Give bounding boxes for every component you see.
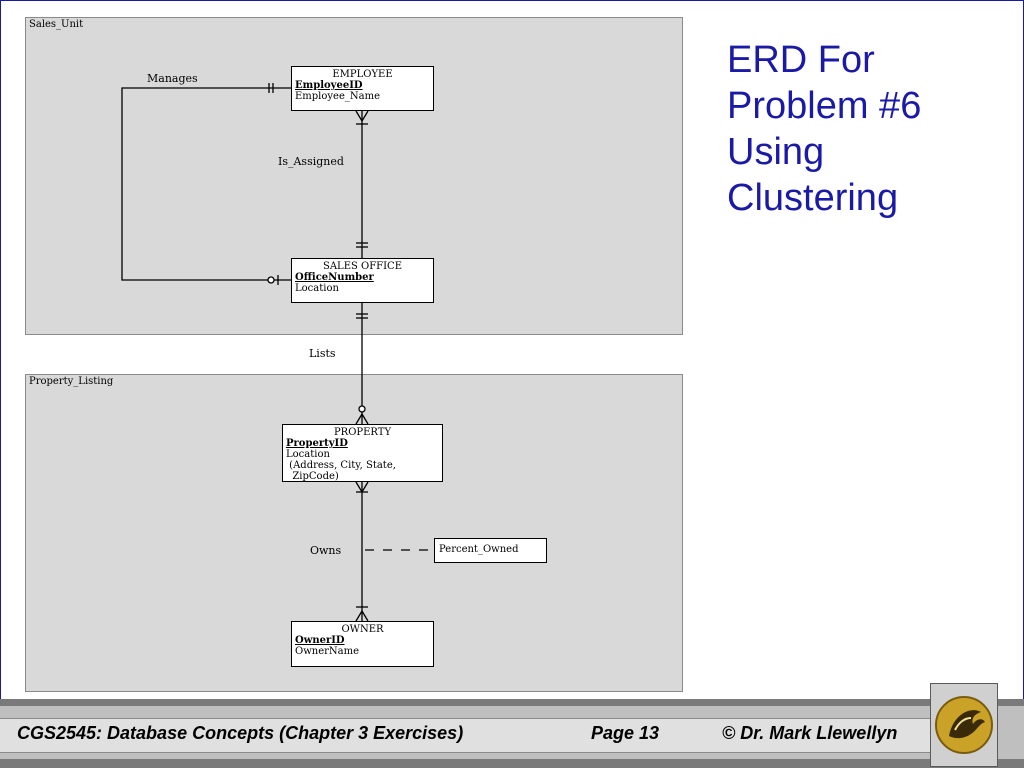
entity-property: PROPERTY PropertyID Location (Address, C…	[282, 424, 443, 482]
entity-name: OWNER	[341, 624, 384, 635]
footer-divider-top	[0, 699, 1024, 706]
footer-bar	[0, 718, 930, 753]
entity-name: PROPERTY	[333, 427, 392, 438]
attribute: Employee_Name	[295, 91, 380, 102]
entity-sales-office: SALES OFFICE OfficeNumber Location	[291, 258, 434, 303]
slide-title-line: Clustering	[727, 177, 899, 219]
relationship-label-lists: Lists	[309, 347, 336, 360]
attribute: Location	[295, 283, 339, 294]
slide-title-line: ERD For	[727, 39, 875, 81]
slide-title: ERD For Problem #6 Using Clustering	[727, 37, 997, 221]
ucf-pegasus-logo-icon	[935, 696, 993, 754]
relationship-label-owns: Owns	[310, 544, 342, 557]
cluster-label-property-listing: Property_Listing	[29, 376, 114, 387]
relationship-label-is-assigned: Is_Assigned	[278, 155, 344, 168]
entity-owner: OWNER OwnerID OwnerName	[291, 621, 434, 667]
entity-employee: EMPLOYEE EmployeeID Employee_Name	[291, 66, 434, 111]
logo-frame	[930, 683, 998, 767]
primary-key: PropertyID	[286, 438, 348, 449]
attribute: ZipCode)	[286, 471, 339, 482]
attribute: OwnerName	[295, 646, 360, 657]
footer-author: © Dr. Mark Llewellyn	[722, 723, 898, 743]
footer-page-number: Page 13	[591, 723, 660, 743]
attribute-name: Percent_Owned	[439, 544, 519, 555]
attribute-box-percent-owned: Percent_Owned	[434, 538, 547, 563]
primary-key: OfficeNumber	[295, 272, 374, 283]
relationship-label-manages: Manages	[147, 72, 198, 85]
primary-key: OwnerID	[295, 635, 345, 646]
footer-divider-bottom	[0, 759, 1024, 768]
footer-course-title: CGS2545: Database Concepts (Chapter 3 Ex…	[17, 723, 464, 743]
attribute: Location	[286, 449, 330, 460]
primary-key: EmployeeID	[295, 80, 363, 91]
slide-title-line: Problem #6	[727, 85, 922, 127]
entity-name: SALES OFFICE	[322, 261, 403, 272]
attribute: (Address, City, State,	[286, 460, 396, 471]
slide-title-line: Using	[727, 131, 825, 173]
cluster-label-sales-unit: Sales_Unit	[29, 19, 84, 30]
entity-name: EMPLOYEE	[332, 69, 393, 80]
